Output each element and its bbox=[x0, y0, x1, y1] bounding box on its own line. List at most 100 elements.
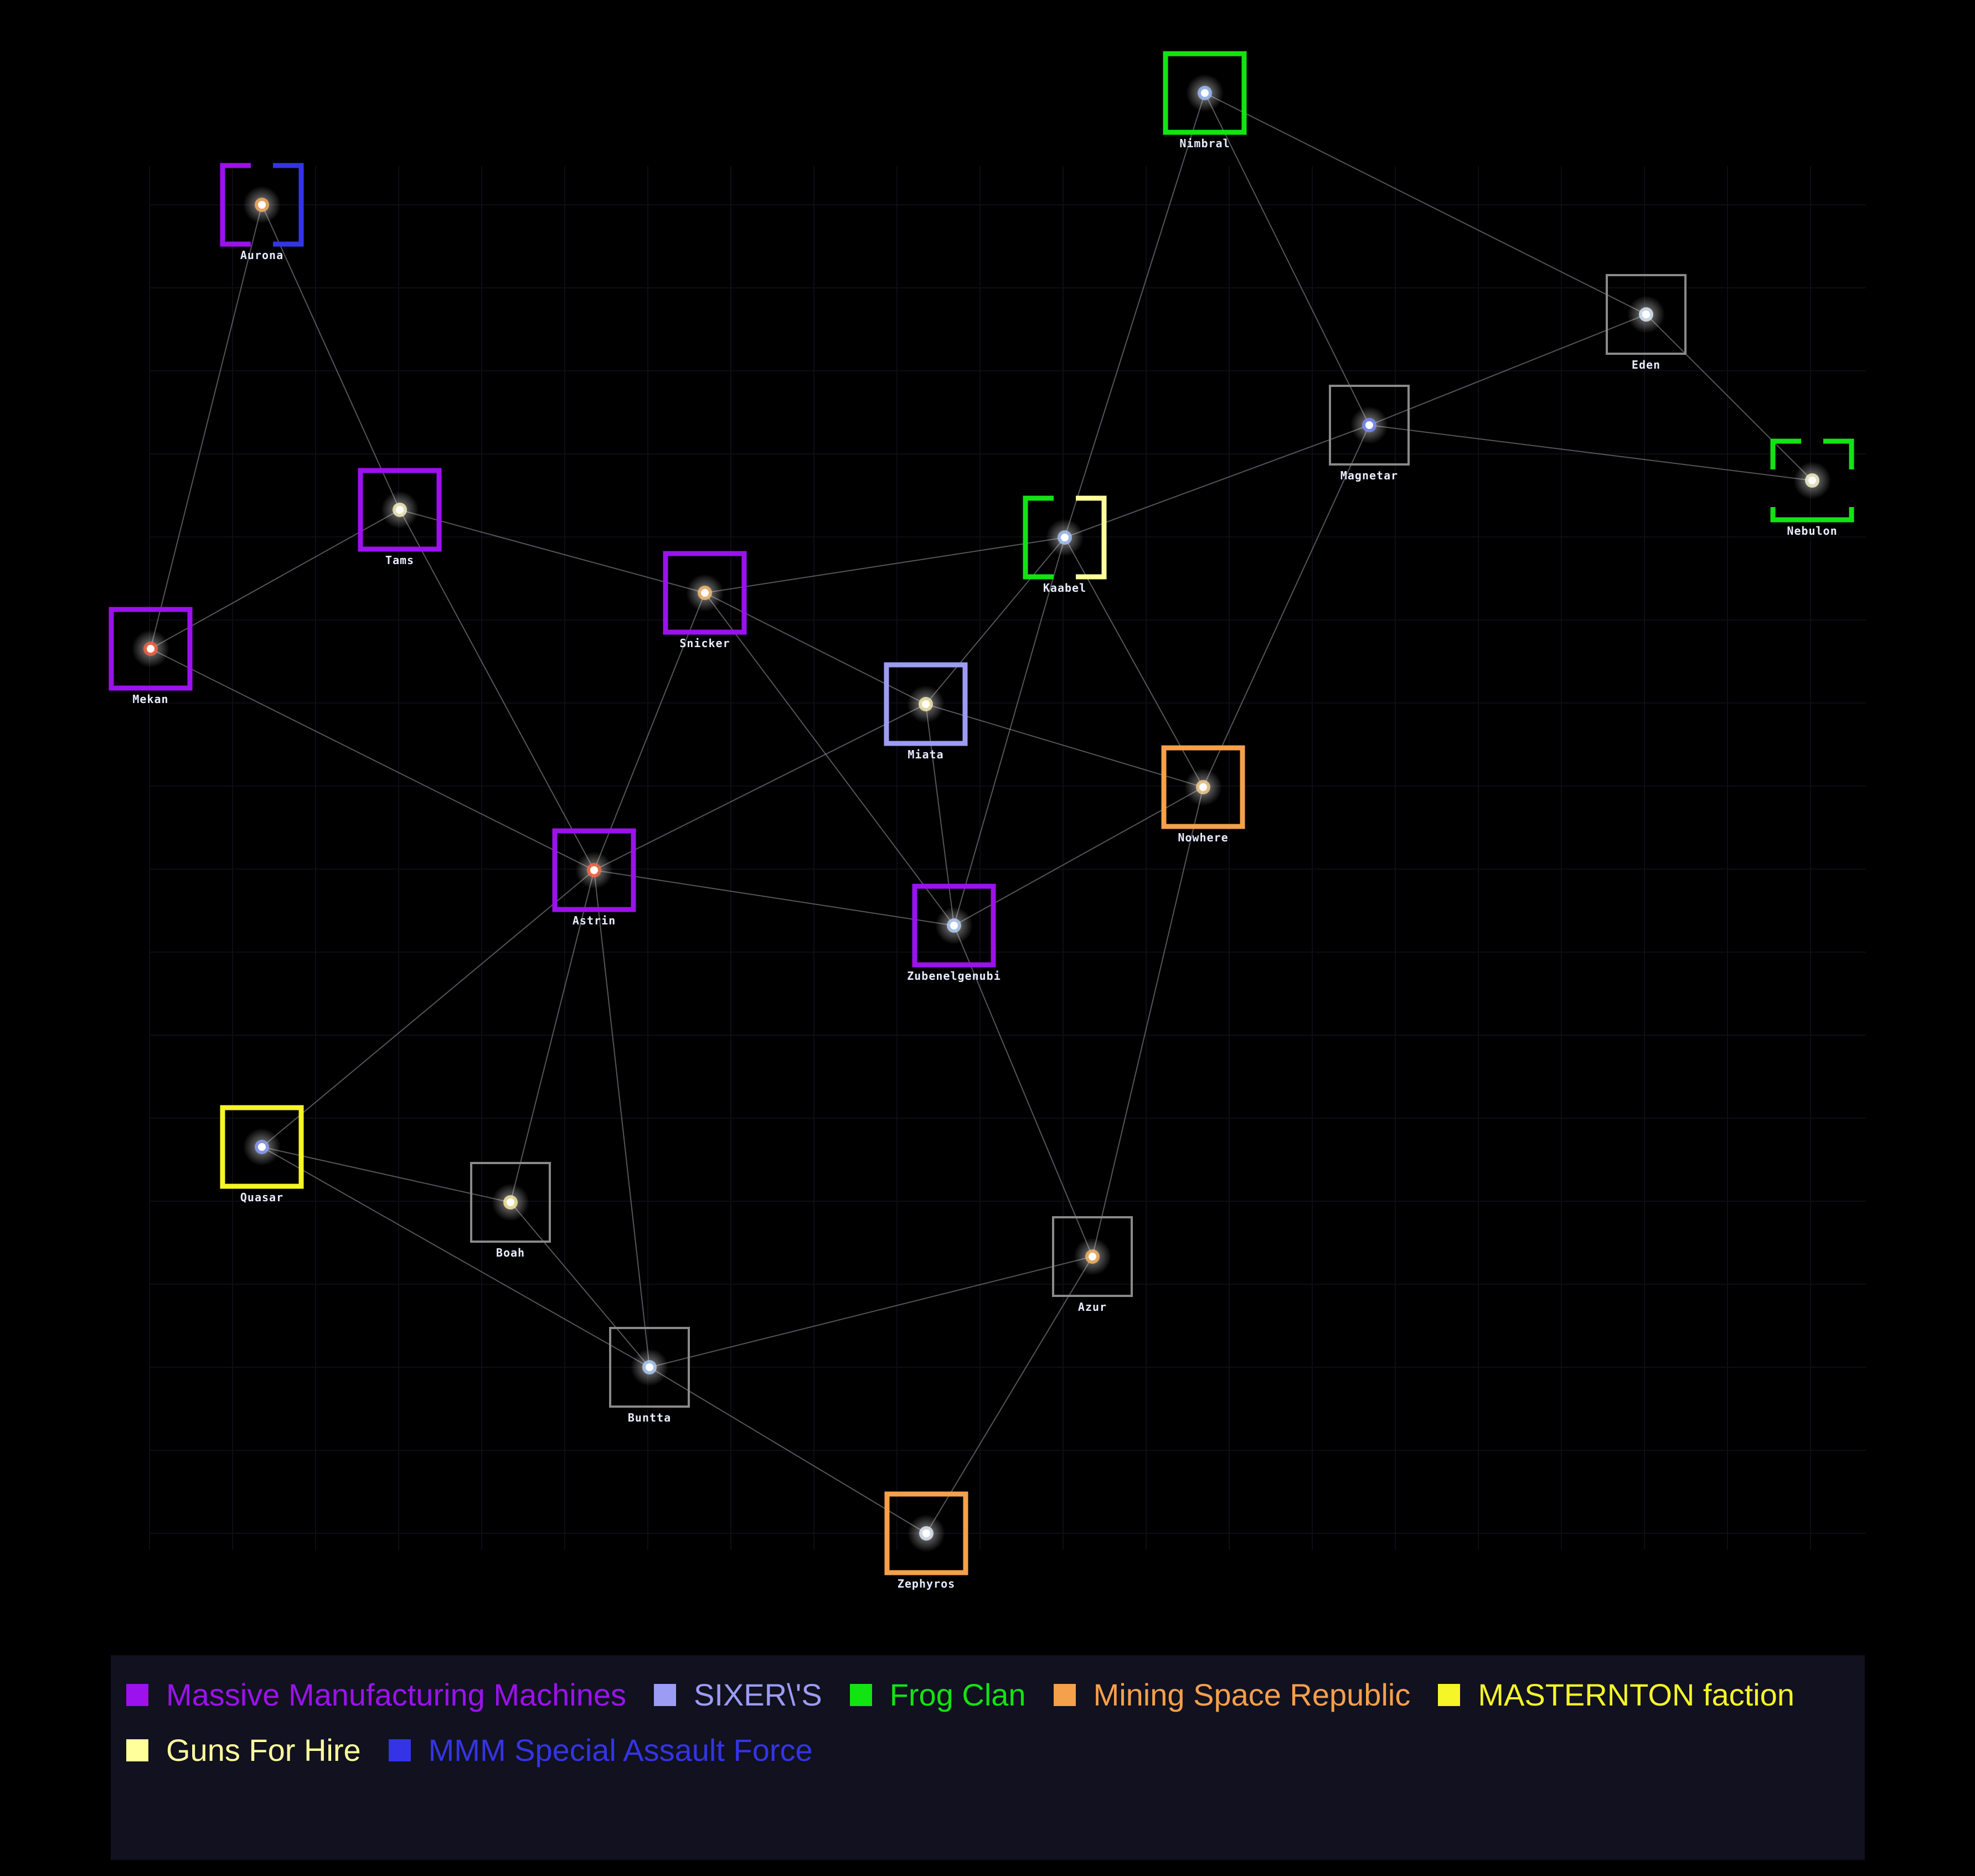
system-buntta[interactable]: Buntta bbox=[609, 1327, 690, 1424]
hyperlane bbox=[704, 592, 955, 926]
system-zephyros[interactable]: Zephyros bbox=[884, 1491, 968, 1590]
hyperlane bbox=[510, 1202, 650, 1368]
legend-swatch bbox=[388, 1739, 411, 1761]
hyperlane bbox=[1203, 425, 1370, 788]
hyperlane bbox=[953, 537, 1065, 926]
legend-swatch bbox=[1438, 1684, 1461, 1706]
legend-item: Frog Clan bbox=[849, 1676, 1026, 1714]
owner-frame bbox=[884, 1491, 968, 1575]
star-core bbox=[1061, 534, 1069, 541]
star-core bbox=[507, 1198, 514, 1206]
star-core bbox=[950, 922, 958, 929]
hyperlane bbox=[399, 509, 705, 593]
legend-label: Massive Manufacturing Machines bbox=[166, 1677, 627, 1712]
hyperlane bbox=[594, 870, 650, 1368]
owner-frame bbox=[1163, 51, 1247, 135]
star-core bbox=[701, 589, 709, 597]
legend-item: SIXER\'S bbox=[654, 1676, 822, 1714]
legend-item: MASTERNTON faction bbox=[1438, 1676, 1794, 1714]
system-label: Tams bbox=[385, 554, 414, 567]
system-magnetar[interactable]: Magnetar bbox=[1329, 385, 1410, 482]
system-zubenelgenubi[interactable]: Zubenelgenubi bbox=[907, 883, 1001, 983]
system-label: Zephyros bbox=[898, 1577, 955, 1590]
hyperlane bbox=[594, 592, 705, 871]
owner-frame bbox=[1052, 1216, 1133, 1297]
system-eden[interactable]: Eden bbox=[1606, 274, 1687, 371]
legend-swatch bbox=[126, 1739, 148, 1761]
system-label: Azur bbox=[1078, 1300, 1107, 1314]
hyperlane bbox=[1369, 425, 1813, 481]
star-core bbox=[922, 700, 930, 708]
legend-swatch bbox=[654, 1684, 677, 1706]
star-core bbox=[1365, 421, 1373, 429]
hyperlane bbox=[261, 870, 595, 1148]
system-miata[interactable]: Miata bbox=[884, 662, 968, 761]
star-systems: NimbralAuronaEdenMagnetarNebulonTamsKaab… bbox=[109, 51, 1854, 1590]
system-label: Buntta bbox=[628, 1411, 671, 1424]
system-label: Miata bbox=[907, 748, 943, 761]
background-grid bbox=[149, 166, 1866, 1550]
contest-bracket bbox=[273, 163, 304, 247]
legend-swatch bbox=[126, 1684, 148, 1706]
hyperlane bbox=[953, 925, 1093, 1257]
hyperlane bbox=[1646, 314, 1813, 481]
legend-label: Frog Clan bbox=[889, 1677, 1026, 1712]
owner-frame bbox=[663, 551, 747, 635]
system-tams[interactable]: Tams bbox=[358, 468, 442, 567]
legend-item: Massive Manufacturing Machines bbox=[126, 1676, 626, 1714]
hyperlane bbox=[261, 204, 400, 510]
hyperlane bbox=[594, 704, 926, 871]
legend-item: Mining Space Republic bbox=[1053, 1676, 1411, 1714]
legend-label: Mining Space Republic bbox=[1093, 1677, 1411, 1712]
star-core bbox=[396, 506, 404, 514]
hyperlane bbox=[594, 870, 955, 926]
star-core bbox=[1089, 1253, 1096, 1260]
system-kaabel[interactable]: Kaabel bbox=[1023, 495, 1107, 595]
owner-frame bbox=[552, 828, 636, 912]
legend-label: MASTERNTON faction bbox=[1478, 1677, 1794, 1712]
legend-item: Guns For Hire bbox=[126, 1732, 361, 1769]
system-aurona[interactable]: Aurona bbox=[220, 163, 304, 262]
hyperlane bbox=[1092, 787, 1204, 1257]
system-nowhere[interactable]: Nowhere bbox=[1161, 745, 1245, 844]
hyperlane bbox=[649, 1256, 1093, 1368]
system-nimbral[interactable]: Nimbral bbox=[1163, 51, 1247, 150]
owner-bracket bbox=[220, 163, 251, 247]
system-label: Nimbral bbox=[1179, 137, 1230, 150]
owner-bracket bbox=[1023, 495, 1054, 580]
star-core bbox=[1199, 783, 1207, 791]
system-label: Zubenelgenubi bbox=[907, 969, 1001, 983]
system-snicker[interactable]: Snicker bbox=[663, 551, 747, 650]
owner-frame bbox=[109, 607, 193, 691]
star-core bbox=[1642, 311, 1650, 318]
owner-bracket bbox=[1770, 438, 1854, 523]
owner-frame bbox=[220, 1105, 304, 1189]
system-label: Snicker bbox=[679, 637, 730, 650]
system-label: Kaabel bbox=[1043, 581, 1086, 595]
legend-swatch bbox=[849, 1684, 872, 1706]
hyperlane bbox=[510, 870, 595, 1203]
hyperlane bbox=[1369, 314, 1647, 426]
system-mekan[interactable]: Mekan bbox=[109, 607, 193, 706]
owner-frame bbox=[912, 883, 996, 968]
system-nebulon[interactable]: Nebulon bbox=[1770, 438, 1854, 538]
system-label: Eden bbox=[1632, 358, 1661, 371]
star-core bbox=[646, 1363, 653, 1371]
hyperlane bbox=[925, 704, 1204, 788]
star-core bbox=[1201, 89, 1209, 97]
star-core bbox=[258, 1143, 266, 1151]
system-astrin[interactable]: Astrin bbox=[552, 828, 636, 927]
hyperlane bbox=[649, 1367, 927, 1534]
star-core bbox=[1808, 477, 1816, 484]
legend-label: SIXER\'S bbox=[694, 1677, 822, 1712]
system-boah[interactable]: Boah bbox=[470, 1162, 551, 1259]
system-quasar[interactable]: Quasar bbox=[220, 1105, 304, 1204]
faction-legend: Massive Manufacturing Machines SIXER\'S Fr… bbox=[111, 1655, 1865, 1860]
hyperlane bbox=[1064, 425, 1370, 538]
system-azur[interactable]: Azur bbox=[1052, 1216, 1133, 1314]
owner-frame bbox=[1606, 274, 1687, 355]
star-core bbox=[147, 645, 154, 653]
hyperlane bbox=[704, 592, 926, 705]
hyperlane bbox=[261, 1146, 650, 1368]
star-map[interactable]: NimbralAuronaEdenMagnetarNebulonTamsKaab… bbox=[0, 0, 1975, 1633]
